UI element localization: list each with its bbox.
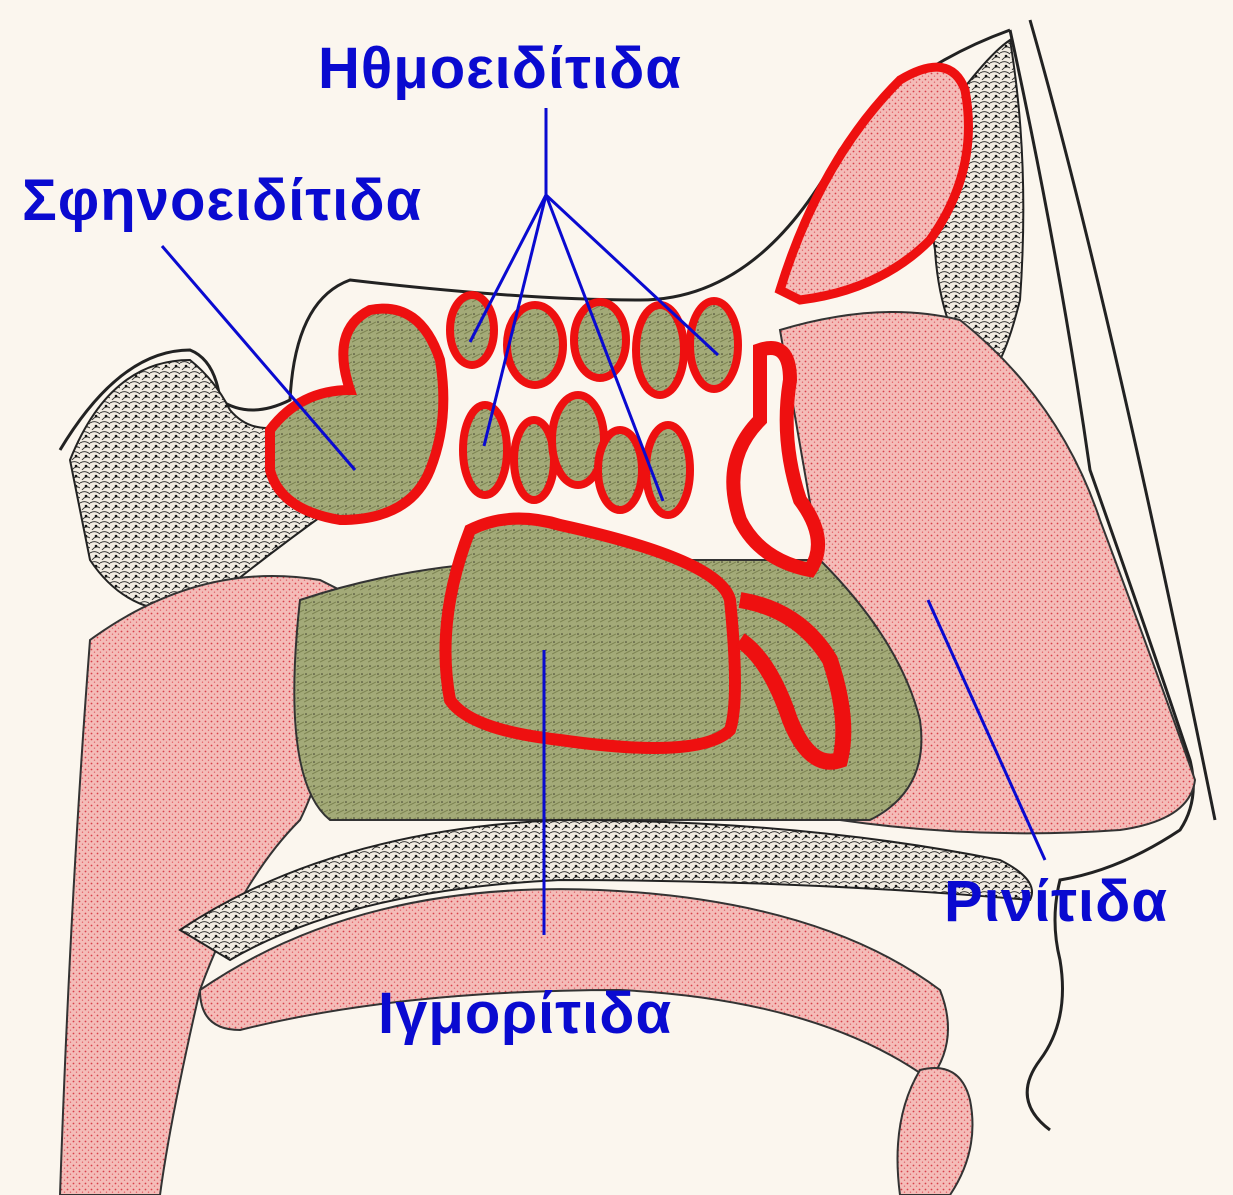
- label-maxillary-sinusitis: Ιγμορίτιδα: [378, 985, 672, 1043]
- label-sphenoiditis: Σφηνοειδίτιδα: [22, 172, 422, 230]
- label-rhinitis: Ρινίτιδα: [944, 873, 1168, 931]
- label-ethmoiditis: Ηθμοειδίτιδα: [318, 40, 682, 98]
